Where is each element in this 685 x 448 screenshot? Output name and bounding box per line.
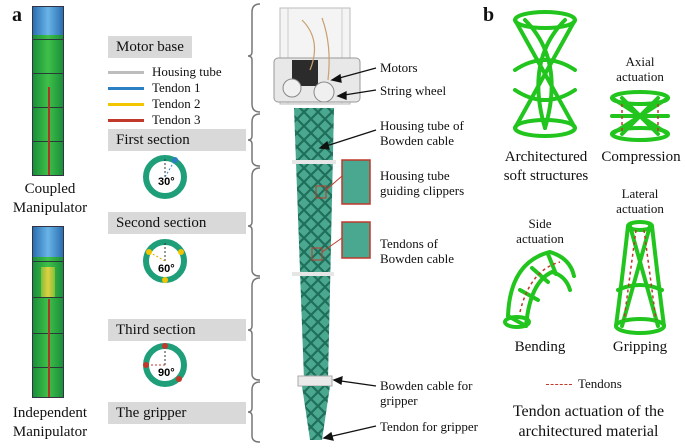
motor-base [273,7,361,105]
gripping-label: Gripping [612,339,668,355]
string-wheel-label: String wheel [380,83,447,98]
tendon-gripper-label: Tendon for gripper [380,419,479,434]
independent-line-1: Independent [12,405,88,421]
gripper-section-label: The gripper [108,402,246,424]
panel-label-a: a [12,4,22,26]
second-section-label: Second section [108,212,246,234]
section-braces [247,3,261,443]
legend-swatch [108,70,144,74]
tendons-legend: Tendons [546,376,622,392]
independent-manipulator-label: Independent Manipulator [0,404,100,442]
angle-ring-second: 60° [143,239,187,283]
motor-base-label: Motor base [108,36,192,58]
side-actuation-label: Side actuation [516,216,564,246]
coupled-line-2: Manipulator [12,200,88,216]
lateral-actuation-label: Lateral actuation [616,186,664,216]
axial-actuation-label: Axial actuation [616,54,664,84]
robot-manipulator-photo [273,7,377,441]
legend-swatch [108,102,144,106]
coupled-line-1: Coupled [24,181,76,197]
tendon-lines [519,104,659,321]
architectured-structure [513,10,577,138]
independent-manipulator-bar [32,226,64,398]
compression-label: Compression [601,149,681,165]
angle-ring-first: 30° [143,155,187,199]
legend-swatch [108,86,144,90]
architectured-label: Architectured soft structures [503,149,589,184]
panel-b-caption: Tendon actuation of the architectured ma… [512,403,665,440]
panel-label-b: b [483,4,495,26]
tendons-legend-swatch [546,383,572,385]
legend-tendon-1: Tendon 1 [108,80,201,96]
compression-structure [610,90,670,142]
angle-second-text: 60° [158,263,175,275]
angle-third-text: 90° [158,367,175,379]
lattice-tube [292,108,336,440]
housing-tube-label: Housing tube of Bowden cable [380,118,464,148]
coupled-manipulator-bar [32,6,64,176]
callout-arrows [318,67,377,441]
panel-b-structures [503,10,670,335]
independent-line-2: Manipulator [12,424,88,440]
legend-tendon-3: Tendon 3 [108,112,201,128]
coupled-tip-region [33,7,63,35]
angle-first-text: 30° [158,176,175,188]
bending-label: Bending [514,339,566,355]
bending-structure [503,249,576,329]
bowden-gripper-label: Bowden cable for gripper [380,378,473,408]
legend-housing-tube: Housing tube [108,64,222,80]
angle-ring-third: 90° [143,343,187,387]
motors-label: Motors [380,60,418,75]
clipper-inset [341,159,371,205]
clippers-label: Housing tube guiding clippers [380,168,465,198]
tendons-bowden-label: Tendons of Bowden cable [380,236,455,266]
first-section-label: First section [108,129,246,151]
tendon-inset [341,221,371,259]
gripping-structure [614,220,666,335]
legend-tendon-2: Tendon 2 [108,96,201,112]
third-section-label: Third section [108,319,246,341]
legend-swatch [108,118,144,122]
coupled-manipulator-label: Coupled Manipulator [0,180,100,218]
